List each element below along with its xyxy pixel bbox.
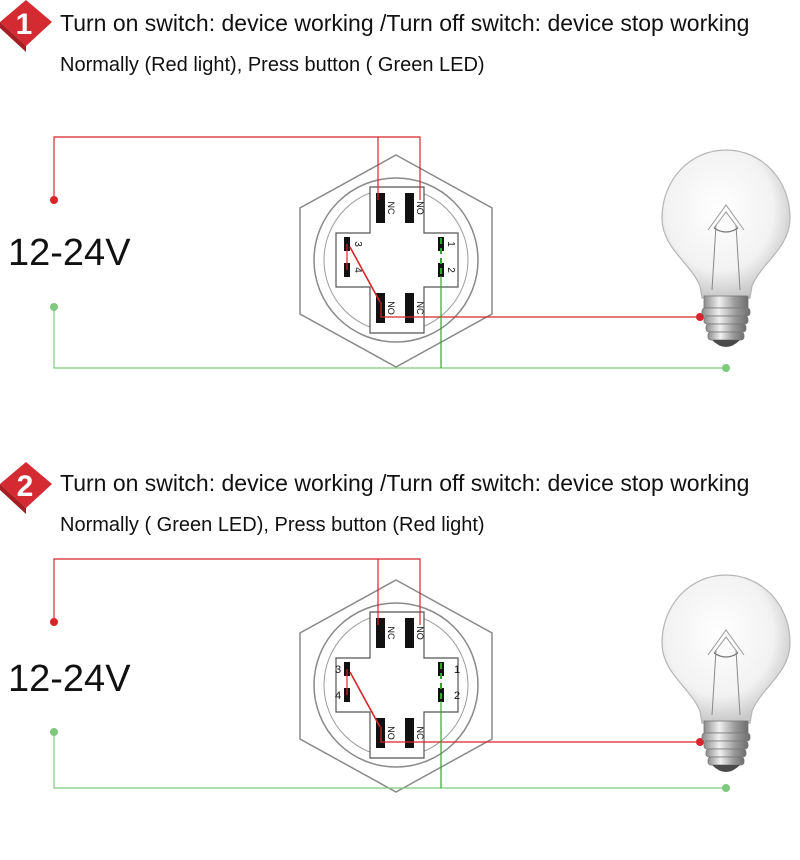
description-line-1: Turn on switch: device working /Turn off… — [60, 470, 750, 496]
badge-diamond-icon: 1 — [0, 0, 52, 52]
negative-terminal-dot — [50, 303, 58, 311]
terminal-no-bottom-label: NO — [386, 726, 396, 740]
red-jumper-to-no — [349, 246, 381, 303]
lamp-red-dot — [696, 313, 704, 321]
push-button-switch-icon — [299, 154, 493, 368]
terminal-3-label: 3 — [335, 664, 341, 676]
push-button-switch-icon — [299, 579, 493, 793]
terminal-nc-bottom-label: NC — [415, 727, 425, 740]
terminal-nc-label: NC — [386, 202, 396, 215]
wiring — [53, 558, 726, 789]
positive-terminal-dot — [50, 618, 58, 626]
terminal-3-label: 3 — [352, 241, 363, 247]
badge-number: 2 — [17, 470, 34, 503]
terminal-nc-bottom-label: NC — [415, 302, 425, 315]
lamp-red-dot — [696, 738, 704, 746]
wiring-diagram-1: 1 NC NO NO NC 3 4 1 — [0, 0, 791, 372]
terminal-no-label: NO — [415, 201, 425, 215]
terminal-4-label: 4 — [352, 267, 363, 273]
description-line-1: Turn on switch: device working /Turn off… — [60, 10, 750, 36]
red-wire-lamp — [380, 727, 700, 743]
wiring-diagram-2: 2 NC NO NO NC 3 4 1 2 — [0, 462, 791, 793]
red-wire-positive — [53, 558, 421, 625]
terminal-nc-label: NC — [386, 627, 396, 640]
terminal-no-label: NO — [415, 626, 425, 640]
lamp-green-dot — [722, 364, 730, 372]
lamp-green-dot — [722, 784, 730, 792]
negative-terminal-dot — [50, 728, 58, 736]
terminal-2-label: 2 — [454, 690, 460, 702]
voltage-label: 12-24V — [8, 658, 131, 700]
voltage-label: 12-24V — [8, 232, 131, 274]
description-line-2: Normally (Red light), Press button ( Gre… — [60, 54, 485, 76]
red-jumper-to-no — [349, 671, 381, 728]
positive-terminal-dot — [50, 196, 58, 204]
terminal-2-label: 2 — [445, 267, 456, 273]
wiring-panel-1: 1 NC NO NO NC 3 4 1 — [0, 0, 800, 400]
terminal-1-label: 1 — [445, 241, 456, 247]
wiring-panel-2: 2 NC NO NO NC 3 4 1 2 — [0, 460, 800, 800]
green-wire-negative — [53, 732, 726, 789]
description-line-2: Normally ( Green LED), Press button (Red… — [60, 514, 485, 536]
terminal-1-label: 1 — [454, 664, 460, 676]
wiring — [53, 136, 726, 369]
light-bulb-icon — [661, 574, 791, 772]
terminal-no-bottom-label: NO — [386, 301, 396, 315]
badge-number: 1 — [16, 8, 33, 41]
terminal-4-label: 4 — [335, 690, 341, 702]
green-wire-negative — [53, 307, 726, 369]
red-wire-positive — [53, 136, 421, 200]
light-bulb-icon — [661, 149, 791, 347]
red-wire-lamp — [380, 302, 700, 318]
badge-diamond-icon: 2 — [0, 462, 52, 514]
